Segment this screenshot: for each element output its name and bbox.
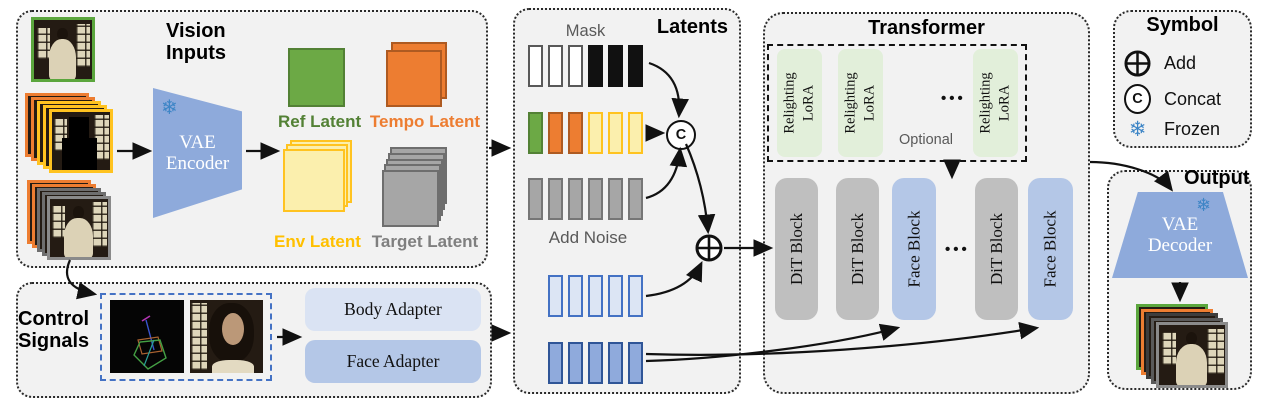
mask-token-row — [528, 45, 643, 87]
target-frames-stack — [27, 180, 111, 260]
face-block-2: Face Block — [1028, 178, 1073, 320]
black-token — [588, 45, 603, 87]
black-token — [628, 45, 643, 87]
body-adapter-block: Body Adapter — [305, 288, 481, 331]
concat-circle-icon: C — [666, 120, 696, 150]
target-latent-label: Target Latent — [371, 232, 479, 251]
ref-latent-label: Ref Latent — [278, 112, 362, 131]
env-latent-stack — [283, 140, 352, 212]
output-frame-image — [1156, 322, 1228, 388]
lora-ellipsis: ••• — [941, 90, 966, 107]
tempo-latent-stack — [386, 42, 447, 107]
concat-circle-icon: C — [1124, 84, 1151, 114]
lightblue-token — [628, 275, 643, 317]
target-latent-stack — [382, 147, 447, 227]
symbol-legend-panel — [1113, 10, 1252, 148]
orange-token — [568, 112, 583, 154]
face-crop-image — [190, 300, 263, 373]
gray-token — [548, 178, 563, 220]
orange-token — [548, 112, 563, 154]
mask-label: Mask — [565, 22, 606, 40]
vision-inputs-title: Vision Inputs — [166, 20, 226, 64]
face-adapter-block: Face Adapter — [305, 340, 481, 383]
lightblue-token — [568, 275, 583, 317]
relighting-lora-block-1: Relighting LoRA — [777, 49, 822, 157]
legend-add-label: Add — [1164, 53, 1197, 73]
lightblue-token — [608, 275, 623, 317]
legend-row-frozen: ❄ Frozen — [1124, 117, 1220, 141]
add-circle-icon — [695, 234, 723, 262]
face-adapter-label: Face Adapter — [346, 351, 440, 371]
lightblue-token — [548, 275, 563, 317]
gray-token — [528, 178, 543, 220]
blue-token — [628, 342, 643, 384]
control-signals-title: Control Signals — [18, 308, 90, 352]
latents-title: Latents — [656, 16, 728, 38]
add-circle-icon — [1124, 50, 1151, 77]
noise-token-row — [528, 178, 643, 220]
legend-row-concat: C Concat — [1124, 84, 1221, 114]
face-block-1: Face Block — [892, 178, 936, 320]
black-token — [608, 45, 623, 87]
body-adapter-label: Body Adapter — [344, 299, 442, 319]
dit-block-2: DiT Block — [836, 178, 879, 320]
yellow-token — [608, 112, 623, 154]
ref-latent-square — [288, 48, 345, 107]
gray-token — [608, 178, 623, 220]
transformer-title: Transformer — [868, 17, 985, 39]
legend-row-add: Add — [1124, 50, 1196, 77]
control-inputs-group — [100, 293, 272, 381]
vae-decoder-label: VAE Decoder — [1147, 214, 1213, 256]
legend-frozen-label: Frozen — [1164, 118, 1221, 139]
blue-token — [568, 342, 583, 384]
reference-image — [31, 17, 95, 82]
optional-label: Optional — [898, 132, 953, 148]
relighting-lora-block-3: Relighting LoRA — [973, 49, 1018, 157]
green-token — [528, 112, 543, 154]
frozen-snowflake-icon: ❄ — [161, 95, 178, 119]
target-frame-image — [47, 196, 111, 260]
tempo-latent-label: Tempo Latent — [369, 112, 481, 131]
lora-optional-group — [767, 44, 1027, 162]
output-title: Output — [1184, 167, 1250, 189]
masked-frame-image — [49, 109, 113, 173]
output-frames-stack — [1136, 304, 1228, 388]
body-token-row — [548, 275, 643, 317]
gray-token — [588, 178, 603, 220]
frozen-snowflake-icon: ❄ — [1196, 195, 1212, 216]
blue-token — [608, 342, 623, 384]
env-frames-stack — [25, 93, 113, 173]
white-token — [568, 45, 583, 87]
pose-skeleton-image — [110, 300, 184, 373]
white-token — [528, 45, 543, 87]
blue-token — [588, 342, 603, 384]
latent-token-row — [528, 112, 643, 154]
vae-decoder: VAE Decoder — [1112, 192, 1248, 278]
gray-token — [568, 178, 583, 220]
dit-block-1: DiT Block — [775, 178, 818, 320]
snowflake-icon: ❄ — [1128, 117, 1147, 141]
vae-encoder-label: VAE Encoder — [165, 132, 230, 174]
yellow-token — [588, 112, 603, 154]
gray-token — [628, 178, 643, 220]
relighting-lora-block-2: Relighting LoRA — [838, 49, 883, 157]
symbol-title: Symbol — [1146, 14, 1219, 36]
lightblue-token — [588, 275, 603, 317]
env-latent-label: Env Latent — [274, 232, 361, 251]
dit-block-3: DiT Block — [975, 178, 1018, 320]
blocks-ellipsis: ••• — [945, 241, 970, 258]
yellow-token — [628, 112, 643, 154]
face-token-row — [548, 342, 643, 384]
add-noise-label: Add Noise — [548, 228, 628, 247]
legend-concat-label: Concat — [1164, 88, 1222, 109]
blue-token — [548, 342, 563, 384]
white-token — [548, 45, 563, 87]
